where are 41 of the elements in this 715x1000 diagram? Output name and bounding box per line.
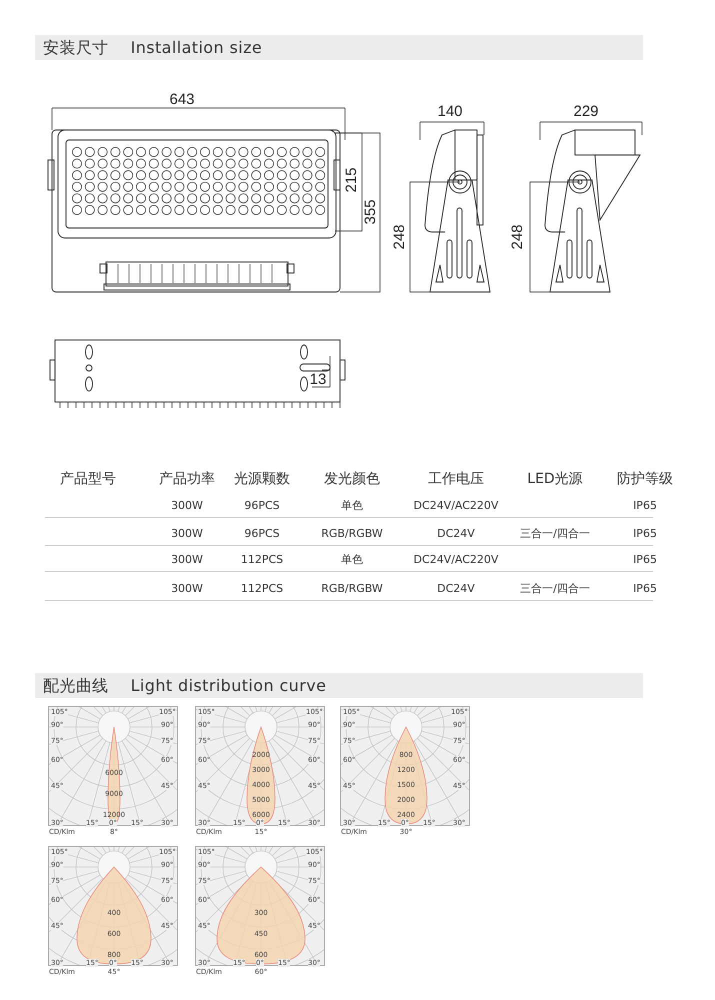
table-cell-text: 300W bbox=[171, 527, 203, 541]
table-cell-text: 单色 bbox=[341, 499, 363, 513]
dimension-label: 215 bbox=[344, 167, 360, 193]
table-cell-text: DC24V/AC220V bbox=[414, 553, 498, 567]
table-cell-text: 300W bbox=[171, 553, 203, 567]
table-cell-text: RGB/RGBW bbox=[321, 582, 383, 596]
table-cell-text: 112PCS bbox=[240, 553, 284, 567]
dimension-label: 229 bbox=[573, 104, 599, 120]
table-cell-text: IP65 bbox=[633, 499, 657, 513]
dimension-label: 13 bbox=[310, 372, 326, 388]
table-cell-text: 112PCS bbox=[240, 582, 284, 596]
table-header: 产品功率 bbox=[159, 470, 215, 488]
table-cell-text: 三合一/四合一 bbox=[520, 527, 590, 541]
table-cell-text: DC24V/AC220V bbox=[414, 499, 498, 513]
table-cell-text: IP65 bbox=[633, 582, 657, 596]
section-heading: Installation size bbox=[130, 36, 262, 58]
table-cell-text: RGB/RGBW bbox=[321, 527, 383, 541]
table-header: 产品型号 bbox=[60, 470, 116, 488]
table-header: 光源颗数 bbox=[234, 470, 290, 488]
dimension-label: 643 bbox=[169, 92, 195, 108]
section-heading: Light distribution curve bbox=[130, 674, 326, 696]
table-cell-text: 300W bbox=[171, 582, 203, 596]
table-header: 工作电压 bbox=[428, 470, 484, 488]
dimension-label: 248 bbox=[510, 224, 526, 250]
table-cell-text: 单色 bbox=[341, 553, 363, 567]
table-header: LED光源 bbox=[527, 470, 583, 488]
table-header: 防护等级 bbox=[617, 470, 673, 488]
table-cell-text: DC24V bbox=[437, 582, 475, 596]
table-cell-text: IP65 bbox=[633, 527, 657, 541]
dimension-label: 355 bbox=[363, 199, 379, 225]
table-header: 发光颜色 bbox=[324, 470, 380, 488]
section-heading: 安装尺寸 bbox=[43, 36, 109, 58]
dimension-label: 140 bbox=[437, 104, 463, 120]
table-cell-text: 96PCS bbox=[244, 499, 280, 513]
table-cell-text: 96PCS bbox=[244, 527, 280, 541]
table-cell-text: 300W bbox=[171, 499, 203, 513]
table-cell-text: IP65 bbox=[633, 553, 657, 567]
table-cell-text: 三合一/四合一 bbox=[520, 582, 590, 596]
dimension-label: 248 bbox=[392, 224, 408, 250]
section-heading: 配光曲线 bbox=[43, 674, 109, 696]
table-cell-text: DC24V bbox=[437, 527, 475, 541]
